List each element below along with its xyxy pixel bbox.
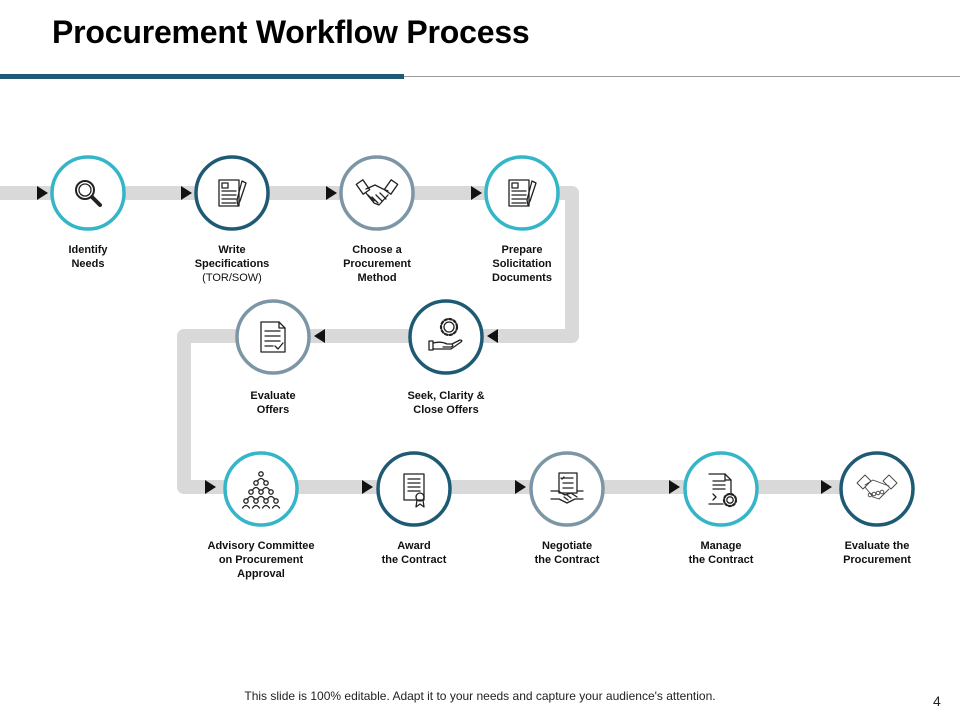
step-node-2	[194, 155, 270, 231]
step-label-5: Seek, Clarity &Close Offers	[407, 390, 485, 416]
flow-arrow-9	[515, 480, 526, 494]
document-gear-icon	[708, 473, 738, 508]
title-divider	[0, 76, 960, 77]
step-node-4	[484, 155, 560, 231]
flow-arrow-11	[821, 480, 832, 494]
step-node-10	[683, 451, 759, 527]
step-ring-7	[223, 451, 299, 527]
step-ring-4	[484, 155, 560, 231]
flow-arrow-5	[487, 329, 498, 343]
flow-arrow-4	[471, 186, 482, 200]
step-node-11	[839, 451, 915, 527]
handshake-icon	[355, 179, 399, 206]
flow-arrow-10	[669, 480, 680, 494]
contract-handshake-icon	[550, 472, 584, 504]
step-ring-1	[50, 155, 126, 231]
step-node-9	[529, 451, 605, 527]
flow-arrow-6	[314, 329, 325, 343]
handshake-outline-icon	[856, 474, 898, 500]
step-ring-6	[235, 299, 311, 375]
flow-arrow-7	[205, 480, 216, 494]
step-ring-9	[529, 451, 605, 527]
page-number: 4	[933, 693, 941, 709]
document-pen-icon	[218, 179, 247, 207]
footer-note: This slide is 100% editable. Adapt it to…	[244, 689, 716, 703]
step-ring-11	[839, 451, 915, 527]
flow-arrow-2	[181, 186, 192, 200]
step-ring-8	[376, 451, 452, 527]
magnifier-icon	[75, 180, 102, 207]
certificate-icon	[403, 473, 425, 508]
step-node-8	[376, 451, 452, 527]
step-ring-2	[194, 155, 270, 231]
step-node-7	[223, 451, 299, 527]
step-ring-5	[408, 299, 484, 375]
document-pen-icon	[508, 179, 537, 207]
step-node-5	[408, 299, 484, 375]
arrow-group	[37, 186, 832, 494]
step-node-6	[235, 299, 311, 375]
title-accent-bar	[0, 74, 404, 79]
committee-group-icon	[241, 471, 281, 509]
step-sublabel-2: (TOR/SOW)	[202, 272, 262, 284]
flow-arrow-8	[362, 480, 373, 494]
flow-arrow-3	[326, 186, 337, 200]
flow-arrow-1	[37, 186, 48, 200]
checklist-document-icon	[260, 321, 286, 353]
page-title: Procurement Workflow Process	[52, 14, 530, 50]
hand-gear-icon	[428, 317, 463, 351]
step-ring-3	[339, 155, 415, 231]
step-node-1	[50, 155, 126, 231]
node-group	[50, 155, 915, 527]
step-node-3	[339, 155, 415, 231]
